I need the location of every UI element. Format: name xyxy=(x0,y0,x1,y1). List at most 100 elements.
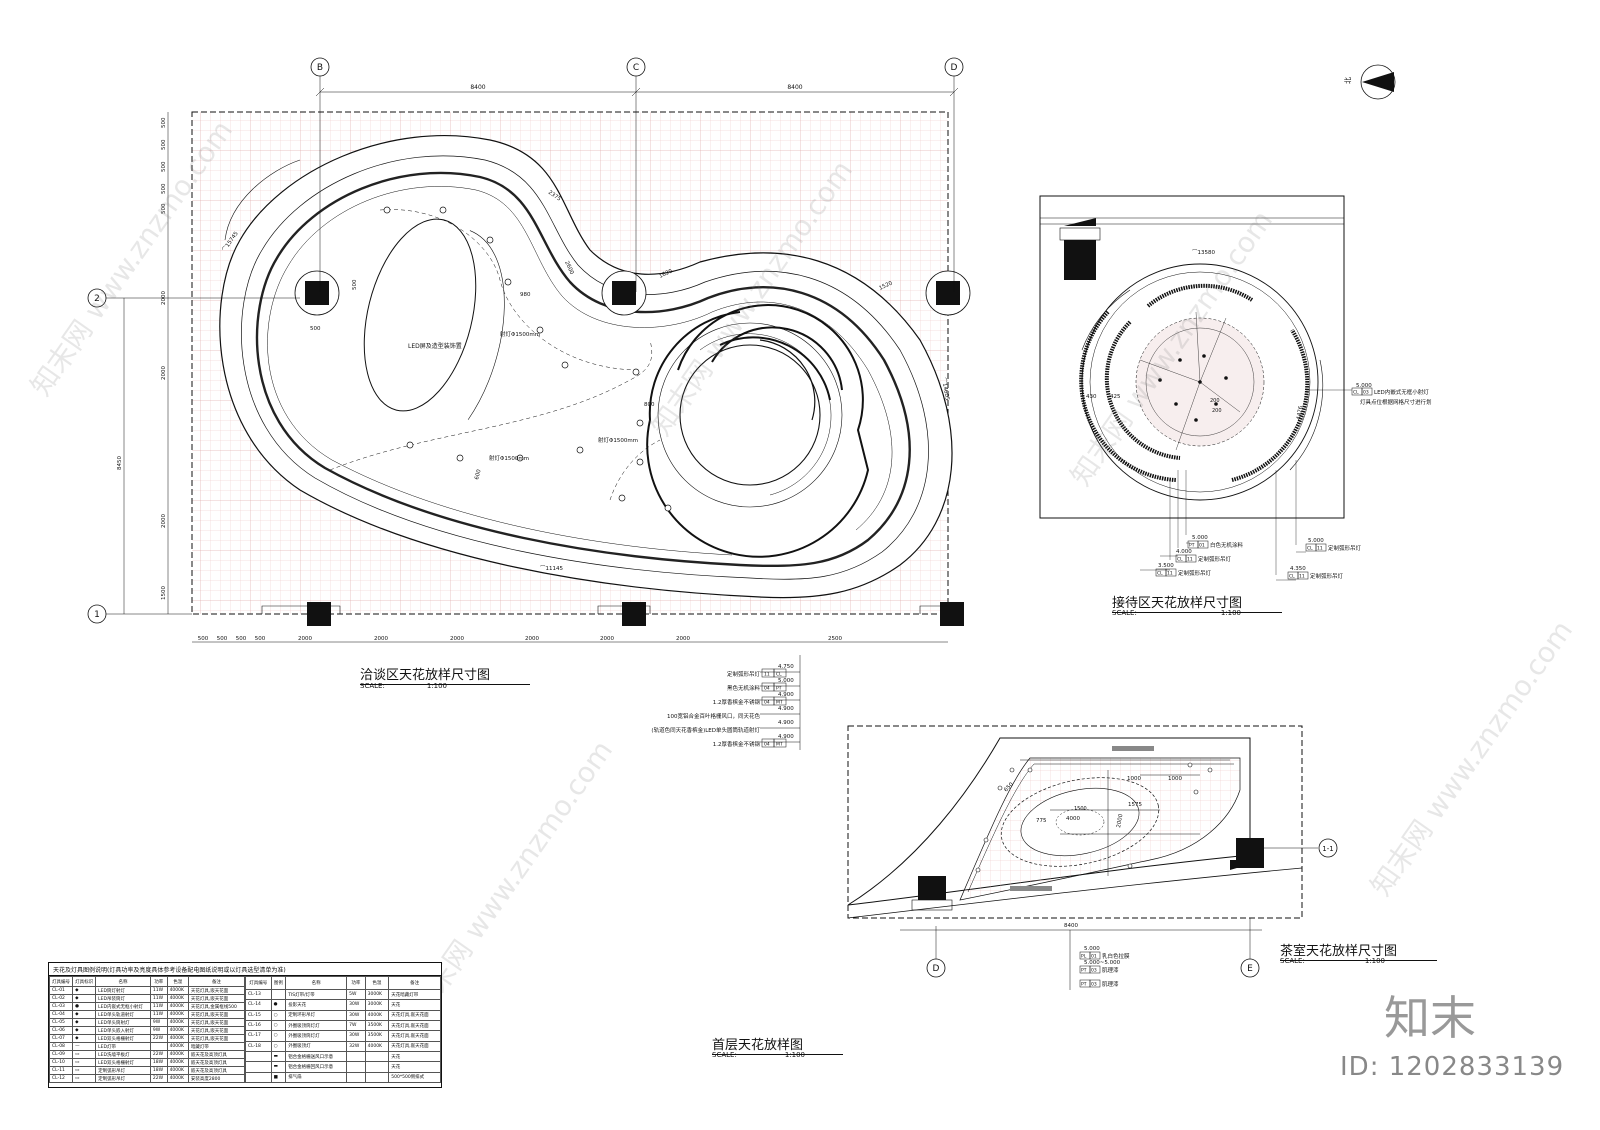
plan1-title: 洽谈区天花放样尺寸图 xyxy=(360,664,531,685)
sheet-title: 首层天花放样图 xyxy=(712,1034,844,1055)
svg-text:2000: 2000 xyxy=(161,366,167,380)
svg-text:乳白色拉膜: 乳白色拉膜 xyxy=(1102,952,1130,960)
svg-text:500: 500 xyxy=(217,636,228,642)
axis-label-d2: D xyxy=(933,964,940,974)
svg-text:PT: PT xyxy=(1189,543,1195,549)
watermark-id: ID: 1202833139 xyxy=(1340,1052,1565,1082)
svg-text:3.500: 3.500 xyxy=(1158,563,1174,569)
svg-text:肌理漆: 肌理漆 xyxy=(1102,980,1119,988)
svg-text:1.2厚香槟金不锈钢: 1.2厚香槟金不锈钢 xyxy=(713,740,761,748)
svg-text:2000: 2000 xyxy=(374,636,388,642)
plan3-scale: SCALE:1:100 xyxy=(1280,957,1385,965)
svg-text:CL: CL xyxy=(776,672,782,678)
svg-text:500: 500 xyxy=(310,326,321,332)
plan3-group: D E 1-1 1000 1000 1575 775 4000 1500 200… xyxy=(847,725,1338,990)
svg-text:5.000: 5.000 xyxy=(1356,383,1372,389)
plan1-group: B C D 2 1 8400 8400 500 500 500 500 500 … xyxy=(87,57,971,750)
svg-text:定制弧形吊灯: 定制弧形吊灯 xyxy=(727,670,761,678)
axis-label-e: E xyxy=(1247,964,1253,974)
plan1-boundary xyxy=(191,111,949,615)
svg-text:500: 500 xyxy=(161,183,167,194)
plan2-scale: SCALE:1:100 xyxy=(1112,609,1241,617)
svg-text:1520: 1520 xyxy=(878,280,894,292)
svg-text:01: 01 xyxy=(1091,954,1097,960)
watermark-logo: 知末 xyxy=(1384,991,1476,1045)
svg-text:MT: MT xyxy=(776,700,783,706)
svg-text:2600: 2600 xyxy=(563,260,575,276)
svg-text:03: 03 xyxy=(1091,968,1097,974)
svg-text:11: 11 xyxy=(1187,557,1193,563)
svg-text:CL: CL xyxy=(1157,571,1163,577)
svg-text:04: 04 xyxy=(764,686,770,692)
svg-text:4.900: 4.900 xyxy=(778,720,794,726)
svg-text:980: 980 xyxy=(520,292,531,298)
svg-text:11: 11 xyxy=(1167,571,1173,577)
spot-label-3: 射灯Φ1500mm xyxy=(598,436,638,444)
svg-text:11: 11 xyxy=(1317,546,1323,552)
svg-text:200: 200 xyxy=(1212,408,1222,414)
svg-text:04: 04 xyxy=(764,742,770,748)
svg-text:500: 500 xyxy=(198,636,209,642)
columns-plan1 xyxy=(261,270,971,626)
svg-text:5.000: 5.000 xyxy=(778,678,794,684)
svg-text:2000: 2000 xyxy=(1116,813,1124,828)
legend-table: 天花及灯具图例说明(灯具功率及亮度具体参考设备配电图纸说明或以灯具选型清单为准)… xyxy=(48,962,442,1088)
plan3-title: 茶室天花放样尺寸图 xyxy=(1280,940,1438,961)
svg-text:2500: 2500 xyxy=(828,636,842,642)
axis-label-d: D xyxy=(951,63,958,73)
spot-label-1: 射灯Φ1500mm xyxy=(500,330,540,338)
table-row: ▬铝合金格栅回风口示意天花 xyxy=(245,1061,441,1073)
svg-text:500: 500 xyxy=(161,161,167,172)
svg-text:5.000~5.000: 5.000~5.000 xyxy=(1084,960,1121,966)
svg-text:03: 03 xyxy=(1091,982,1097,988)
svg-text:LED内嵌式无框小射灯: LED内嵌式无框小射灯 xyxy=(1374,388,1429,396)
svg-text:500: 500 xyxy=(161,203,167,214)
svg-text:CL: CL xyxy=(1177,557,1183,563)
led-screen xyxy=(363,218,505,420)
svg-text:03: 03 xyxy=(1363,390,1369,396)
svg-text:11: 11 xyxy=(1299,574,1305,580)
section-label: 1-1 xyxy=(1322,845,1333,853)
svg-text:4.900: 4.900 xyxy=(778,692,794,698)
svg-text:定制弧形吊灯: 定制弧形吊灯 xyxy=(1198,555,1232,563)
svg-text:定制弧形吊灯: 定制弧形吊灯 xyxy=(1328,544,1362,552)
svg-text:(轨道色同天花香槟金)LED单头圆筒轨道射灯: (轨道色同天花香槟金)LED单头圆筒轨道射灯 xyxy=(651,726,760,734)
svg-text:4.900: 4.900 xyxy=(778,706,794,712)
spiral-lamp xyxy=(646,304,870,558)
svg-text:4.350: 4.350 xyxy=(1290,566,1306,572)
left-dims: 500 500 500 500 500 2000 2000 2000 1500 … xyxy=(117,117,167,600)
plan1-scale: SCALE:1:100 xyxy=(360,682,447,690)
spotlight-group xyxy=(383,206,672,512)
svg-text:⌒13580: ⌒13580 xyxy=(1192,249,1215,256)
svg-text:4.750: 4.750 xyxy=(778,664,794,670)
svg-text:1620: 1620 xyxy=(658,268,674,280)
svg-text:1000: 1000 xyxy=(1127,776,1141,782)
bottom-dims: 500 500 500 500 2000 2000 2000 2000 2000… xyxy=(198,636,843,642)
svg-text:5.000: 5.000 xyxy=(1192,535,1208,541)
svg-text:11: 11 xyxy=(764,672,770,678)
axis-label-c: C xyxy=(633,63,639,73)
svg-text:500: 500 xyxy=(161,117,167,128)
svg-text:1500: 1500 xyxy=(161,586,167,600)
svg-text:黑色无机涂料: 黑色无机涂料 xyxy=(727,684,761,692)
svg-text:100宽铝合金百叶格栅风口，同天花色: 100宽铝合金百叶格栅风口，同天花色 xyxy=(667,712,760,720)
svg-text:430: 430 xyxy=(1086,394,1097,400)
svg-text:04: 04 xyxy=(764,700,770,706)
svg-text:2000: 2000 xyxy=(525,636,539,642)
svg-text:4476: 4476 xyxy=(1296,405,1304,420)
svg-text:500: 500 xyxy=(255,636,266,642)
